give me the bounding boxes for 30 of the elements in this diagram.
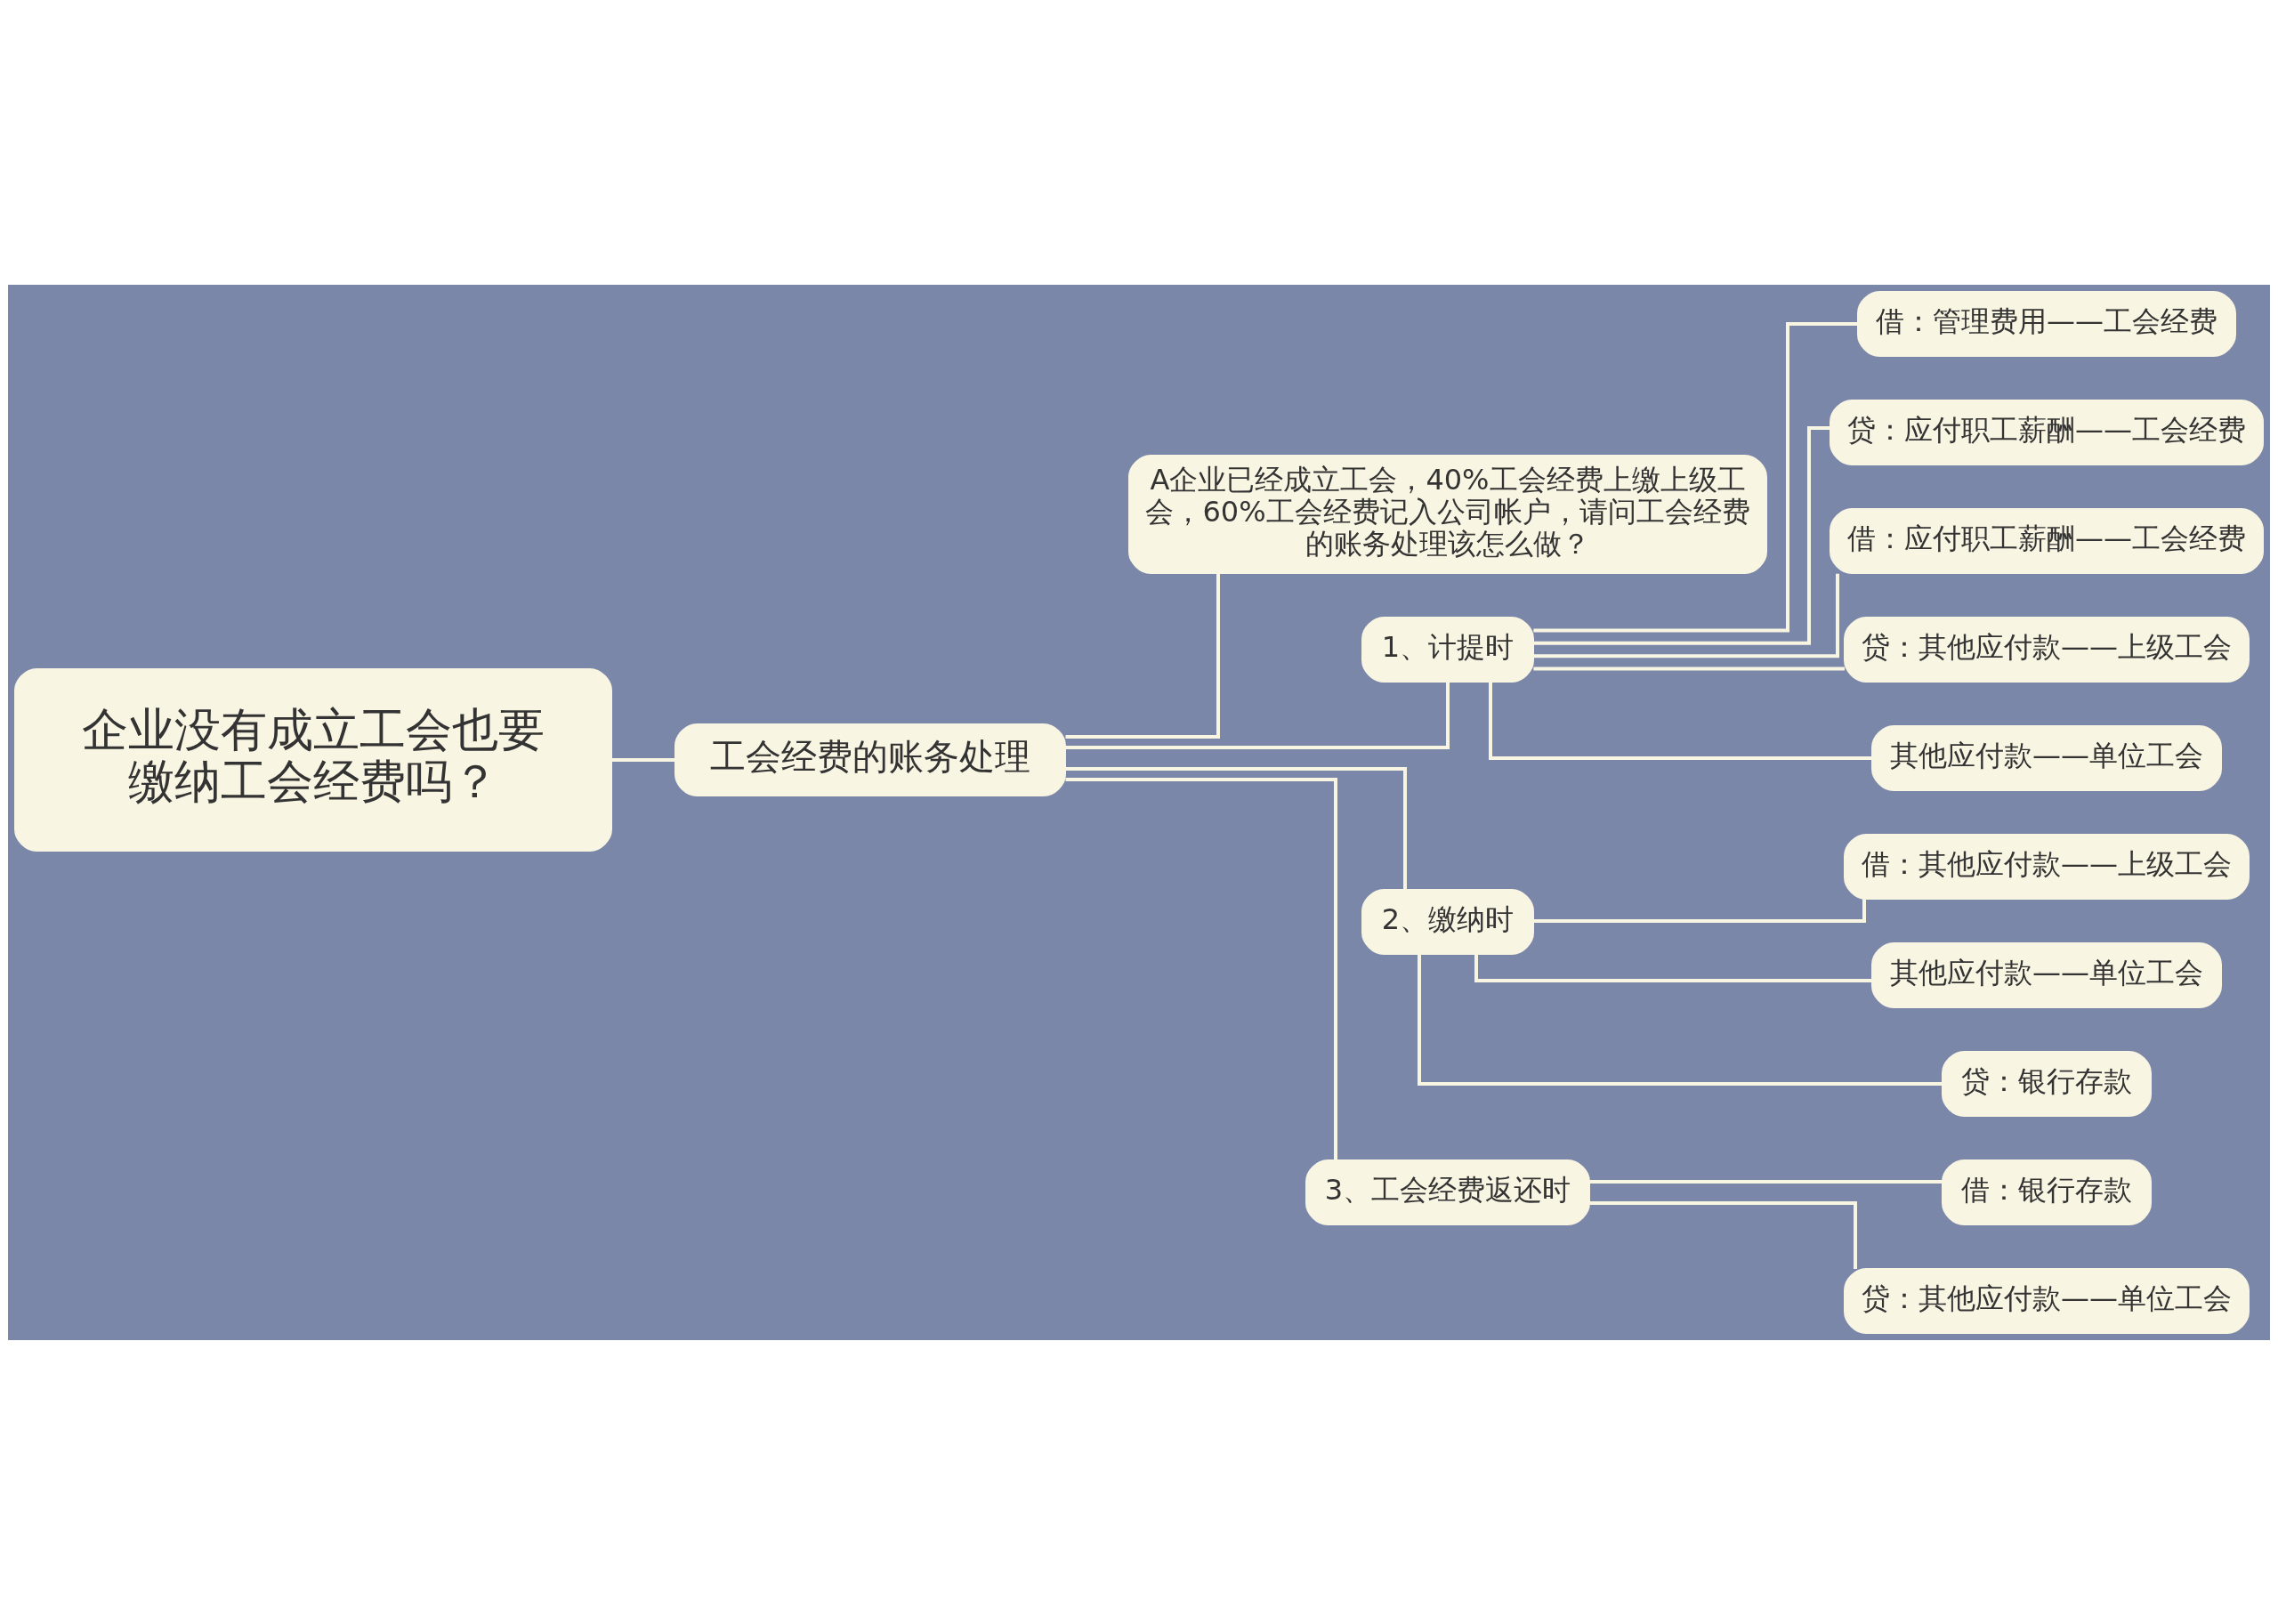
connector (1589, 1200, 1857, 1269)
node-box: 贷：银行存款 (1942, 1050, 2152, 1117)
connector (1489, 682, 1872, 760)
connector (1065, 572, 1220, 739)
node-box: 1、计提时 (1361, 616, 1534, 683)
node-box: A企业已经成立工会，40%工会经费上缴上级工会，60%工会经费记入公司帐户，请问工会经费的账务处理该怎么做？ (1128, 454, 1767, 574)
connector (1589, 1179, 1943, 1184)
node-box: 其他应付款——单位工会 (1871, 724, 2222, 791)
node-box: 其他应付款——单位工会 (1871, 941, 2222, 1008)
connector (1065, 681, 1450, 749)
node-box: 企业没有成立工会也要缴纳工会经费吗？ (14, 667, 612, 852)
connector (1418, 954, 1943, 1086)
connector (611, 757, 675, 762)
node-box: 借：银行存款 (1942, 1159, 2152, 1225)
node-box: 借：其他应付款——上级工会 (1844, 833, 2250, 900)
node-box: 2、缴纳时 (1361, 888, 1534, 955)
node-box: 借：管理费用——工会经费 (1857, 290, 2236, 357)
connector (1533, 425, 1830, 645)
node-box: 工会经费的账务处理 (675, 723, 1066, 796)
node-box: 贷：应付职工薪酬——工会经费 (1830, 399, 2264, 465)
node-box: 贷：其他应付款——上级工会 (1844, 616, 2250, 683)
connector (1065, 766, 1407, 889)
connector (1065, 777, 1337, 1160)
node-box: 贷：其他应付款——单位工会 (1844, 1267, 2250, 1334)
connector (1533, 573, 1839, 658)
node-box: 3、工会经费返还时 (1305, 1159, 1590, 1225)
connector (1533, 321, 1858, 632)
connector (1533, 898, 1866, 923)
connector (1533, 667, 1845, 671)
node-box: 借：应付职工薪酬——工会经费 (1830, 507, 2264, 574)
